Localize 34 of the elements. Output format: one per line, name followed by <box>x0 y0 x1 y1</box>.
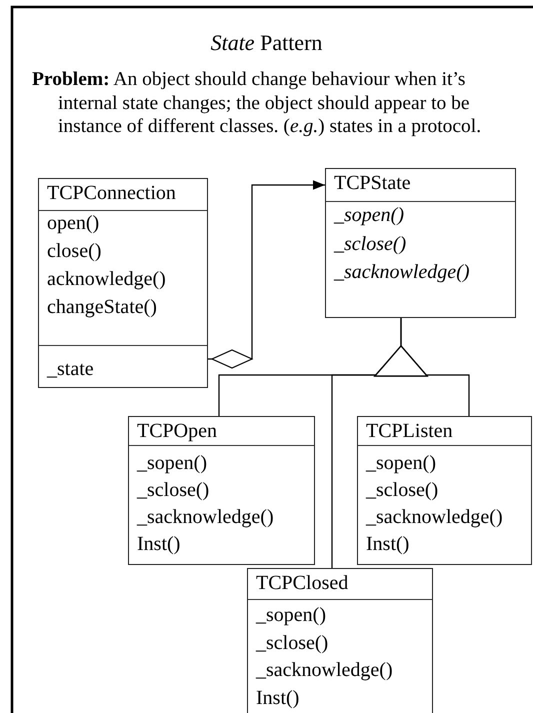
class-box <box>128 416 315 565</box>
class-box <box>357 416 532 565</box>
method-name: Inst() <box>137 532 180 556</box>
problem-statement: Problem: An object should change behaviour when it’s internal state changes; the object should appear to be instance of different classes. (e.g.) states in a protocol. <box>32 68 482 138</box>
class-name: TCPListen <box>366 419 453 443</box>
method-name: _sclose() <box>137 478 210 502</box>
method-name: _sacknowledge() <box>334 260 470 284</box>
method-name: _sopen() <box>137 451 207 475</box>
method-name: Inst() <box>366 532 410 556</box>
method-name: _sclose() <box>366 478 438 502</box>
method-name: _sopen() <box>366 451 436 475</box>
class-name: TCPClosed <box>256 571 348 595</box>
method-name: _sopen() <box>256 603 326 627</box>
method-name: close() <box>47 239 102 263</box>
method-name: open() <box>47 211 100 235</box>
method-name: _sopen() <box>334 203 404 227</box>
class-name: TCPOpen <box>137 419 217 443</box>
method-name: acknowledge() <box>47 267 166 291</box>
class-box <box>38 178 208 388</box>
method-name: _sacknowledge() <box>137 505 274 529</box>
method-name: Inst() <box>256 686 300 710</box>
class-name: TCPState <box>334 171 411 195</box>
method-name: _sclose() <box>334 232 406 256</box>
class-name: TCPConnection <box>47 181 176 205</box>
aggregation-arrow <box>208 180 325 369</box>
class-box <box>325 168 516 318</box>
attribute-name: _state <box>47 357 94 381</box>
method-name: _sacknowledge() <box>366 505 503 529</box>
title: State Pattern <box>210 30 324 56</box>
method-name: _sacknowledge() <box>256 658 393 682</box>
method-name: _sclose() <box>256 630 328 654</box>
inheritance-arrow <box>331 318 428 568</box>
method-name: changeState() <box>47 295 157 319</box>
class-box <box>247 568 433 713</box>
